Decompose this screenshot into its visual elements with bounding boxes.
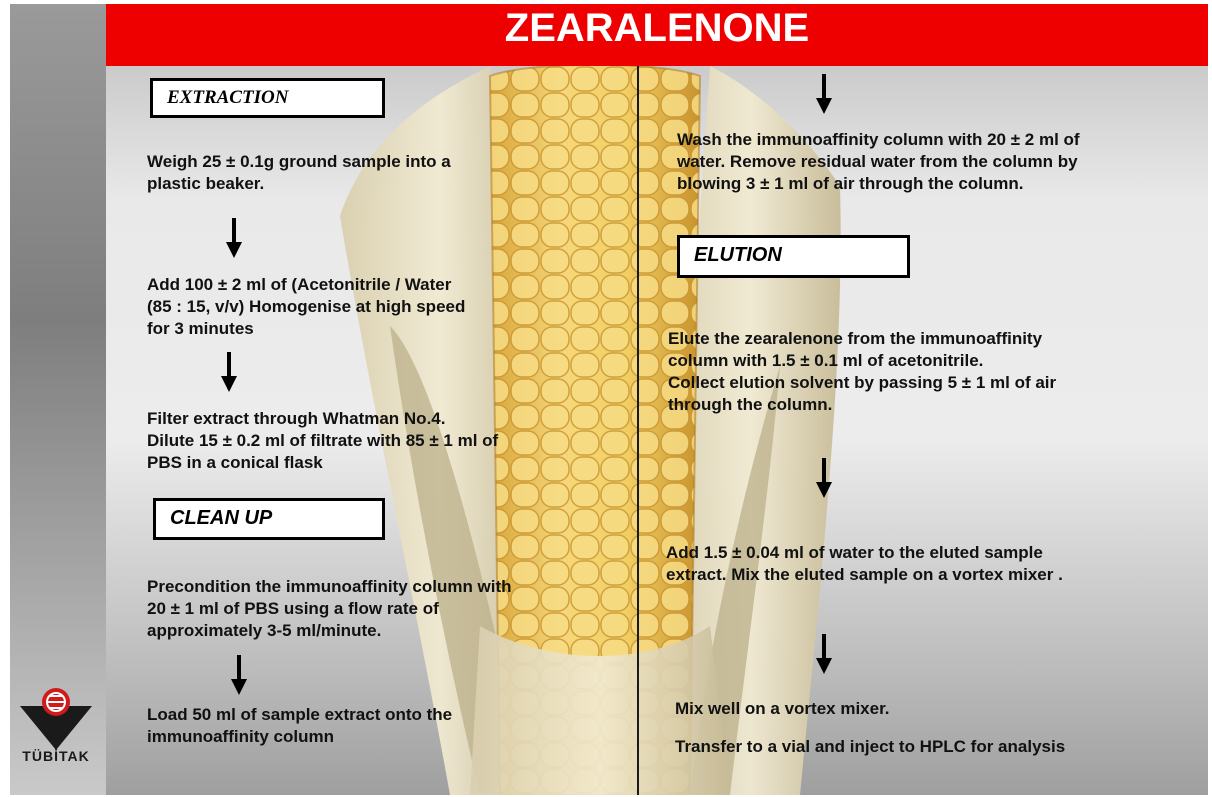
step-line: Collect elution solvent by passing 5 ± 1… bbox=[668, 372, 1056, 394]
step-line: through the column. bbox=[668, 394, 1056, 416]
down-arrow-icon bbox=[815, 74, 833, 114]
step-add-water: Add 1.5 ± 0.04 ml of water to the eluted… bbox=[666, 542, 1063, 586]
step-precondition-column: Precondition the immunoaffinity column w… bbox=[147, 576, 512, 642]
page-title: ZEARALENONE bbox=[106, 4, 1208, 66]
step-line: Weigh 25 ± 0.1g ground sample into a bbox=[147, 151, 451, 173]
step-line: approximately 3-5 ml/minute. bbox=[147, 620, 512, 642]
step-line: Load 50 ml of sample extract onto the bbox=[147, 704, 452, 726]
step-line: Elute the zearalenone from the immunoaff… bbox=[668, 328, 1056, 350]
step-line: Dilute 15 ± 0.2 ml of filtrate with 85 ±… bbox=[147, 430, 498, 452]
down-arrow-icon bbox=[230, 655, 248, 695]
step-line: blowing 3 ± 1 ml of air through the colu… bbox=[677, 173, 1080, 195]
step-line: Wash the immunoaffinity column with 20 ±… bbox=[677, 129, 1080, 151]
logo-text: TÜBİTAK bbox=[12, 748, 100, 764]
step-wash-column: Wash the immunoaffinity column with 20 ±… bbox=[677, 129, 1080, 195]
down-arrow-icon bbox=[815, 634, 833, 674]
step-weigh-sample: Weigh 25 ± 0.1g ground sample into a pla… bbox=[147, 151, 451, 195]
step-line: Add 100 ± 2 ml of (Acetonitrile / Water bbox=[147, 274, 465, 296]
step-line: 20 ± 1 ml of PBS using a flow rate of bbox=[147, 598, 512, 620]
down-arrow-icon bbox=[225, 218, 243, 258]
step-filter-extract: Filter extract through Whatman No.4. Dil… bbox=[147, 408, 498, 474]
step-line: Precondition the immunoaffinity column w… bbox=[147, 576, 512, 598]
step-elute: Elute the zearalenone from the immunoaff… bbox=[668, 328, 1056, 416]
down-arrow-icon bbox=[220, 352, 238, 392]
step-line: PBS in a conical flask bbox=[147, 452, 498, 474]
step-add-solvent: Add 100 ± 2 ml of (Acetonitrile / Water … bbox=[147, 274, 465, 340]
step-line: Add 1.5 ± 0.04 ml of water to the eluted… bbox=[666, 542, 1063, 564]
section-label-extraction: EXTRACTION bbox=[150, 78, 385, 118]
section-label-cleanup: CLEAN UP bbox=[153, 498, 385, 540]
step-line: (85 : 15, v/v) Homogenise at high speed bbox=[147, 296, 465, 318]
step-line: extract. Mix the eluted sample on a vort… bbox=[666, 564, 1063, 586]
step-line: plastic beaker. bbox=[147, 173, 451, 195]
step-line: Transfer to a vial and inject to HPLC fo… bbox=[675, 736, 1065, 758]
step-mix-well: Mix well on a vortex mixer. bbox=[675, 698, 889, 720]
step-line: water. Remove residual water from the co… bbox=[677, 151, 1080, 173]
step-line: Mix well on a vortex mixer. bbox=[675, 698, 889, 720]
column-divider bbox=[637, 66, 639, 795]
step-line: for 3 minutes bbox=[147, 318, 465, 340]
step-line: column with 1.5 ± 0.1 ml of acetonitrile… bbox=[668, 350, 1056, 372]
section-label-elution: ELUTION bbox=[677, 235, 910, 278]
step-line: Filter extract through Whatman No.4. bbox=[147, 408, 498, 430]
left-sidebar-band bbox=[10, 4, 106, 795]
step-load-sample: Load 50 ml of sample extract onto the im… bbox=[147, 704, 452, 748]
step-line: immunoaffinity column bbox=[147, 726, 452, 748]
down-arrow-icon bbox=[815, 458, 833, 498]
step-transfer-hplc: Transfer to a vial and inject to HPLC fo… bbox=[675, 736, 1065, 758]
